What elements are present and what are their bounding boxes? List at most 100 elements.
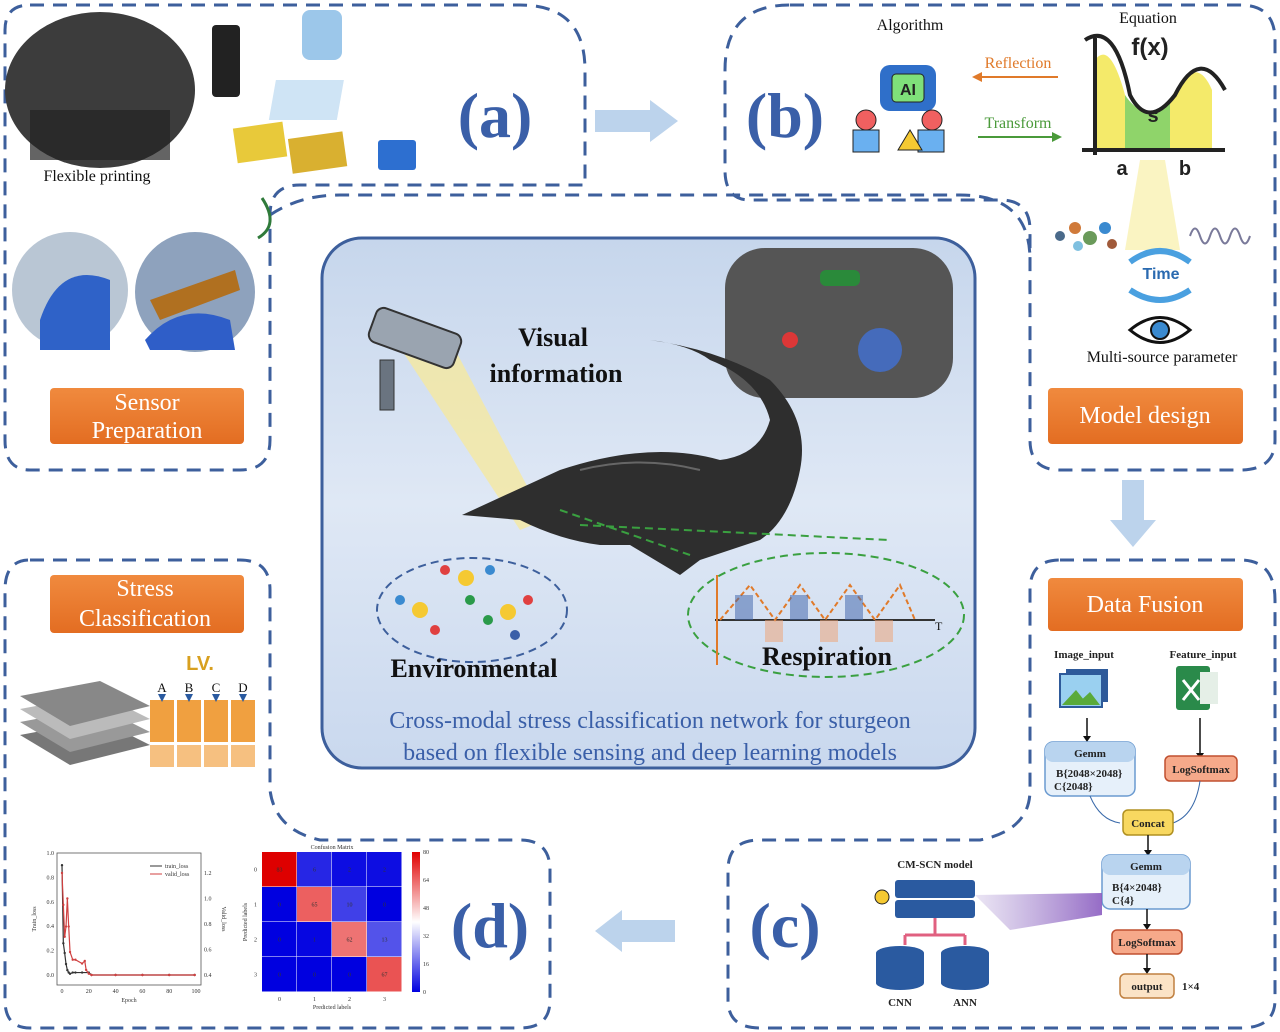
waveform-icon [1189, 227, 1251, 245]
heatmap-cell [262, 957, 297, 992]
ai-chip-icon: AI [852, 65, 945, 153]
caption-line1: Cross-modal stress classification networ… [389, 708, 910, 734]
transform-arrow-icon [1052, 132, 1062, 142]
data-point [62, 942, 65, 945]
down-arrow-icon [239, 694, 247, 702]
x-tick-label: 60 [139, 989, 145, 995]
legend-label: train_loss [165, 864, 189, 870]
caption-line2: based on flexible sensing and deep learn… [403, 740, 897, 766]
data-point [168, 973, 171, 977]
model-design-label: Model design [1079, 403, 1210, 429]
panel-a: Flexible printing [5, 10, 416, 352]
t-axis-label: T [935, 619, 943, 633]
gemm1-c: C{2048} [1054, 781, 1093, 793]
colorbar [412, 852, 420, 992]
feature-input-label: Feature_input [1169, 649, 1236, 661]
data-point [60, 871, 64, 875]
b-label: b [1179, 158, 1191, 180]
heatmap-cell [332, 922, 367, 957]
projection-beam [975, 893, 1102, 930]
equation-label: Equation [1119, 10, 1177, 27]
level-bar [150, 700, 174, 742]
ink-bottle-icon [212, 25, 240, 97]
level-bar [204, 700, 228, 742]
transform-label: Transform [985, 115, 1053, 132]
x-tick-label: 20 [86, 989, 92, 995]
gemm2-title: Gemm [1130, 861, 1162, 873]
x-axis-label: Predicted labels [313, 1005, 352, 1011]
x-tick-label: 2 [348, 997, 351, 1003]
cell-value: 1 [313, 938, 316, 944]
data-point [60, 864, 64, 867]
colorbar-tick: 64 [423, 878, 429, 884]
reflection-label: Reflection [985, 55, 1052, 72]
dashed-frames [3, 3, 1277, 1030]
data-point [68, 972, 72, 975]
eye-icon [1127, 316, 1193, 344]
level-bar-base [177, 745, 201, 767]
data-point [66, 968, 69, 972]
fx-label: f(x) [1131, 34, 1168, 61]
legend-label: valid_loss [165, 872, 190, 878]
data-point [63, 935, 66, 938]
cell-value: 0 [278, 903, 281, 909]
y-tick-label: 0 [254, 868, 257, 874]
flow-arrows [595, 100, 1156, 952]
stress-classification-line1: Stress [116, 576, 173, 602]
arrow-down-icon [1110, 480, 1156, 547]
level-class-label: D [238, 680, 247, 695]
y-tick-label: 0.2 [47, 949, 55, 955]
ai-label: AI [900, 82, 916, 99]
model-design-badge [1048, 388, 1243, 444]
level-bar-base [150, 745, 174, 767]
sensor-preparation-badge [50, 388, 244, 444]
cell-value: 0 [383, 903, 386, 909]
image-input-label: Image_input [1054, 649, 1114, 661]
sturgeon-illustration [462, 340, 802, 575]
x-tick-label: 0 [61, 989, 64, 995]
chip-icon [378, 140, 416, 170]
data-point [80, 962, 84, 965]
cell-value: 0 [278, 973, 281, 979]
image-icon [1059, 669, 1108, 708]
cycle-arrows-icon [1128, 248, 1192, 265]
cell-value: 6 [313, 868, 316, 874]
output-shape: 1×4 [1182, 981, 1200, 993]
x-tick-label: 0 [278, 997, 281, 1003]
arrow-right-icon [595, 100, 678, 142]
data-point [71, 958, 74, 961]
x-tick-label: 100 [192, 989, 201, 995]
panel-label-c: (c) [749, 890, 820, 961]
data-point [64, 925, 68, 928]
heatmap-cell [332, 852, 367, 887]
panel-label-b: (b) [746, 80, 824, 151]
multi-source-label: Multi-source parameter [1087, 349, 1238, 366]
algorithm-label: Algorithm [877, 17, 944, 34]
series-line-valid_loss [61, 872, 195, 976]
s-label: s [1147, 105, 1158, 127]
environmental-ellipse [376, 557, 568, 663]
camera-icon [367, 306, 545, 530]
cell-value: 0 [313, 973, 316, 979]
y-tick-label: 0.8 [47, 875, 55, 881]
data-point [90, 973, 93, 977]
stress-classification-badge [50, 575, 244, 633]
concat-node: Concat [1131, 818, 1165, 830]
data-point [62, 903, 65, 907]
output-node: output [1131, 981, 1163, 993]
level-bar-base [231, 745, 255, 767]
data-point [87, 972, 91, 975]
y-axis-label: Predicted labels [243, 902, 249, 941]
y2-tick-label: 0.4 [204, 973, 212, 979]
y2-tick-label: 0.6 [204, 948, 212, 954]
heatmap-cell [262, 852, 297, 887]
visual-info-line1: Visual [518, 323, 588, 352]
data-fusion-badge [1048, 578, 1243, 631]
level-bar-base [204, 745, 228, 767]
colorbar-tick: 80 [423, 850, 429, 856]
heatmap-cell [332, 957, 367, 992]
